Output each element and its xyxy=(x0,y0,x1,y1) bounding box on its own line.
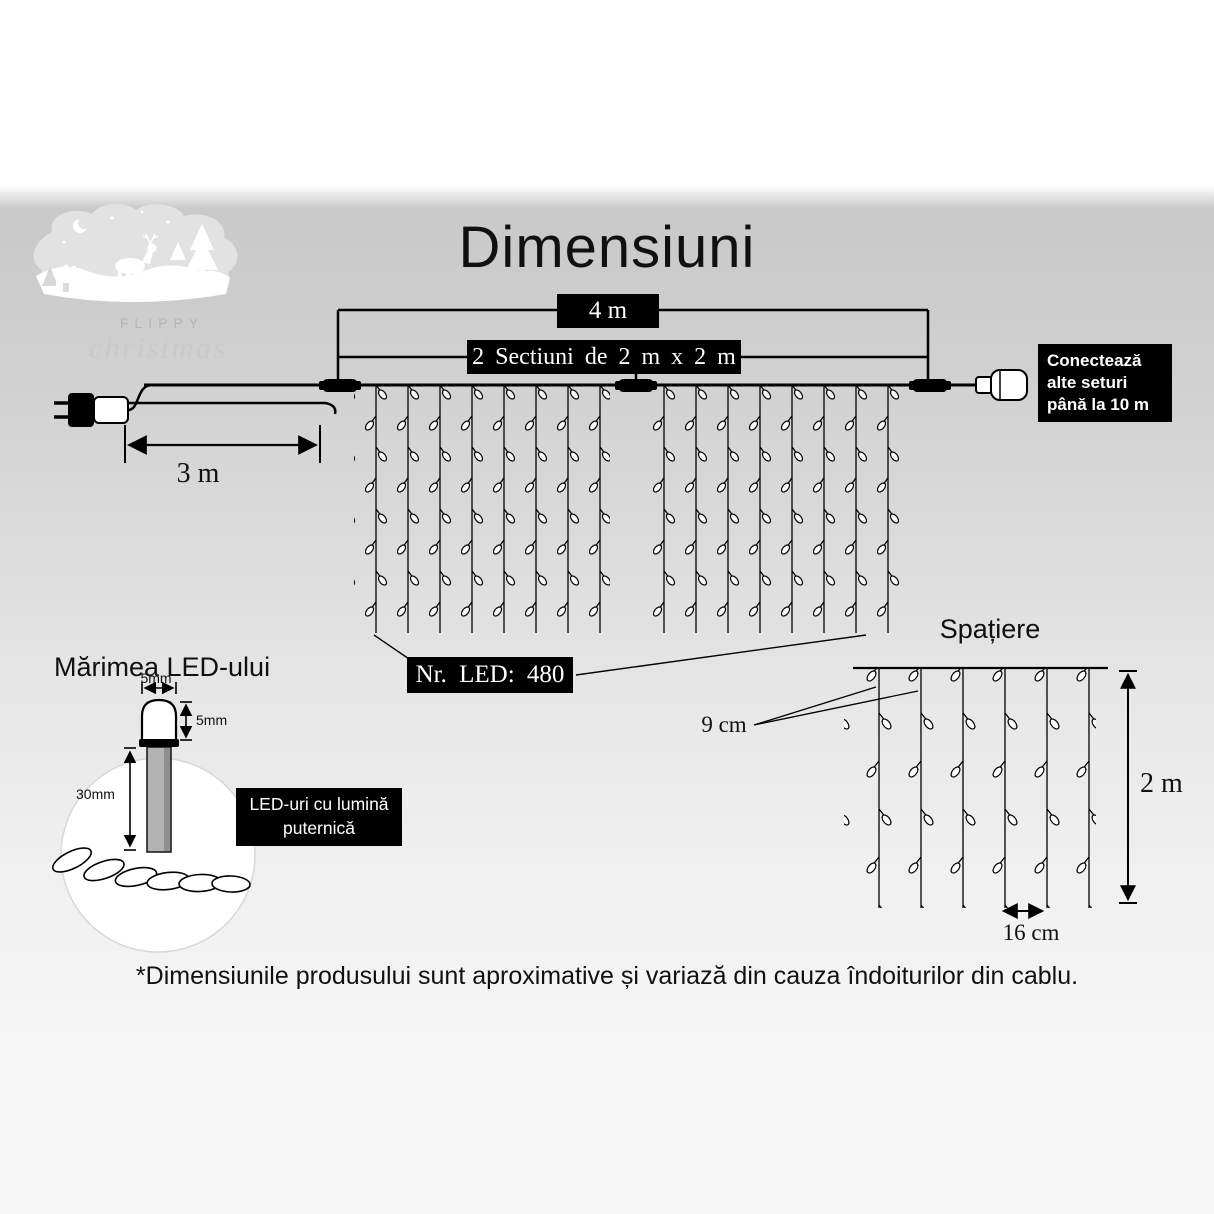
brand-logo: FLIPPY christmas xyxy=(33,203,238,365)
led-count-label: Nr. LED: 480 xyxy=(407,657,573,693)
bulb-height-label: 5mm xyxy=(196,712,228,728)
logo-brand-script: christmas xyxy=(89,330,228,365)
led-note-label: LED-uri cu lumină puternică xyxy=(236,788,402,846)
led-bulb-icon xyxy=(139,698,179,853)
body-length-label: 30mm xyxy=(76,786,115,802)
top-gap-pointer-lines xyxy=(753,686,919,726)
bulb-width-label: 5mm xyxy=(140,670,172,686)
connect-note-label: Conectează alte seturi până la 10 m xyxy=(1038,344,1172,422)
spacing-diagram xyxy=(753,666,1137,919)
body-length-arrow xyxy=(123,747,137,851)
extension-connector-icon xyxy=(975,369,1028,401)
logo-stars xyxy=(62,210,170,244)
logo-brand-name: FLIPPY xyxy=(120,315,204,331)
led-size-title: Mărimea LED-ului xyxy=(54,652,271,682)
total-width-label: 4 m xyxy=(557,294,659,328)
logo-small-deer-icon xyxy=(80,274,103,299)
logo-deer-icon xyxy=(115,233,159,288)
curtain-section-1 xyxy=(354,385,610,633)
bottom-gap-label: 16 cm xyxy=(1002,920,1060,945)
curtain-section-2 xyxy=(644,385,900,633)
power-plug-icon xyxy=(54,393,129,427)
led-size-diagram xyxy=(51,681,256,953)
logo-house-icon xyxy=(52,264,80,292)
bulb-width-arrow xyxy=(141,681,177,695)
logo-pine-trees xyxy=(170,224,218,278)
logo-moon-icon xyxy=(73,217,90,233)
top-gap-label: 9 cm xyxy=(701,712,747,737)
bulb-height-arrow xyxy=(179,701,193,741)
curtain-height-label: 2 m xyxy=(1140,768,1183,799)
spacing-title: Spațiere xyxy=(939,614,1041,644)
lead-length-label: 3 m xyxy=(176,458,220,489)
spacing-curtain xyxy=(844,668,1096,908)
page-title: Dimensiuni xyxy=(458,215,756,280)
twisted-wire-icon xyxy=(51,847,251,893)
footnote: *Dimensiunile produsului sunt aproximati… xyxy=(135,962,1079,990)
led-count-pointer-lines xyxy=(373,634,867,676)
lead-cable xyxy=(127,383,337,415)
curtain-height-arrow xyxy=(1119,670,1137,904)
main-dimension-diagram xyxy=(54,308,1028,676)
lead-length-measure xyxy=(124,425,321,463)
sections-label: 2 Sectiuni de 2 m x 2 m xyxy=(467,340,741,374)
